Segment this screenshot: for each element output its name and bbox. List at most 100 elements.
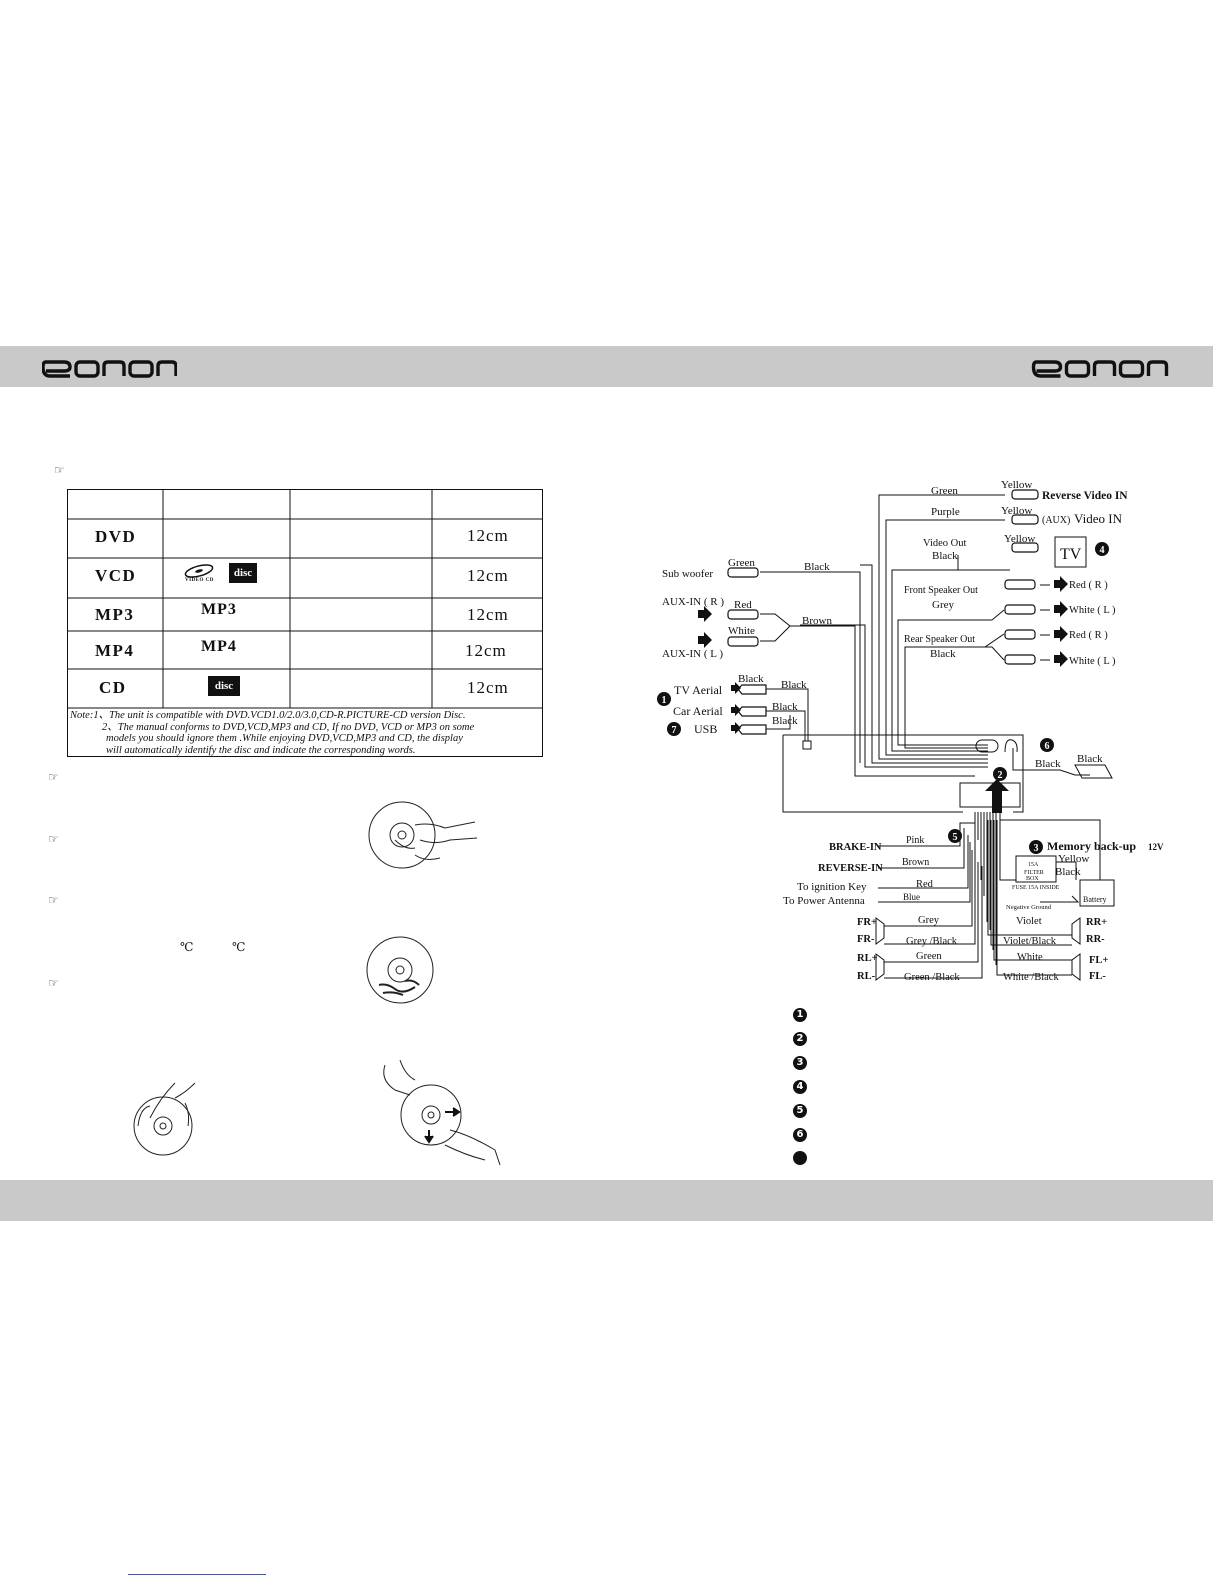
wire-label: Video IN xyxy=(1074,511,1123,526)
legend-bullet-3: 3 xyxy=(793,1056,807,1070)
speaker-label: RL- xyxy=(857,971,876,982)
degree-celsius-symbol: ℃ xyxy=(180,940,194,954)
marker-2: 2 xyxy=(998,770,1003,781)
degree-celsius-symbol: ℃ xyxy=(232,940,246,954)
marker-3: 3 xyxy=(1034,843,1039,854)
brand-logo-right xyxy=(1031,360,1169,378)
footer-link-underline[interactable] xyxy=(128,1574,266,1575)
marker-4: 4 xyxy=(1100,545,1105,556)
fuse-label: 15A xyxy=(1028,862,1039,868)
disc-type-cd: CD xyxy=(99,678,127,697)
note-line: models you should ignore them .While enj… xyxy=(106,733,463,744)
disc-type-mp3: MP3 xyxy=(95,605,135,624)
wire-label: Blue xyxy=(903,892,920,902)
svg-text:disc: disc xyxy=(234,567,252,579)
negative-ground-label: Negative Ground xyxy=(1006,904,1052,911)
wire-label: Pink xyxy=(906,835,924,846)
legend-bullet-6: 6 xyxy=(793,1128,807,1142)
table-grid xyxy=(67,489,543,757)
pointing-hand-icon: ☞ xyxy=(48,893,59,907)
wire-label: TV Aerial xyxy=(674,683,723,697)
wire-label: Violet xyxy=(1016,916,1042,927)
wire-label: Grey xyxy=(918,915,940,926)
wire-label: Reverse Video IN xyxy=(1042,490,1128,502)
disc-grip-illustration xyxy=(133,1082,196,1156)
wire-label: Red ( R ) xyxy=(1069,580,1108,591)
voltage-label: 12V xyxy=(1148,842,1164,852)
pointing-hand-icon: ☞ xyxy=(48,832,59,846)
speaker-label: FR- xyxy=(857,934,875,945)
legend-bullet-1: 1 xyxy=(793,1008,807,1022)
wire-label: White xyxy=(1017,952,1043,963)
wire-label: Red xyxy=(916,879,934,890)
marker-1: 1 xyxy=(662,695,667,706)
speaker-label: RR- xyxy=(1086,934,1105,945)
mp3-logo: MP3 xyxy=(201,601,237,618)
tv-label: TV xyxy=(1060,546,1082,563)
wire-label: Car Aerial xyxy=(673,704,723,718)
wire-label: Black xyxy=(930,648,956,660)
disc-size-cd: 12cm xyxy=(467,678,509,697)
note-line: Note:1、The unit is compatible with DVD.V… xyxy=(70,710,466,721)
wire-label: To ignition Key xyxy=(797,881,867,893)
pointing-hand-icon: ☞ xyxy=(48,976,59,990)
wire-label: Yellow xyxy=(1001,479,1032,491)
note-line: will automatically identify the disc and… xyxy=(106,744,416,756)
wire-label: Black xyxy=(932,550,958,562)
legend-bullet-7 xyxy=(793,1151,807,1165)
svg-text:disc: disc xyxy=(215,680,233,692)
wire-label: Front Speaker Out xyxy=(904,585,978,596)
fuse-inside-label: FUSE 15A INSIDE xyxy=(1012,885,1060,891)
disc-cleaning-illustration xyxy=(383,1060,501,1166)
legend-bullet-2: 2 xyxy=(793,1032,807,1046)
disc-type-dvd: DVD xyxy=(95,527,137,546)
speaker-label: FR+ xyxy=(857,917,877,928)
vcd-disc-logo: disc VIDEO CD xyxy=(183,563,263,590)
wire-label: Purple xyxy=(931,506,960,518)
disc-type-mp4: MP4 xyxy=(95,641,135,660)
wire-label: Yellow xyxy=(1058,853,1089,865)
wire-label: Green xyxy=(728,557,755,569)
wire-label: White xyxy=(728,625,755,637)
wire-label: To Power Antenna xyxy=(783,895,865,907)
battery-label: Battery xyxy=(1083,895,1107,904)
marker-5: 5 xyxy=(953,832,958,843)
disc-size-mp4: 12cm xyxy=(465,641,507,660)
wire-label: Rear Speaker Out xyxy=(904,634,975,645)
filter-box-label: FILTER xyxy=(1024,870,1044,876)
brand-logo-left xyxy=(42,360,177,378)
wire-label: White /Black xyxy=(1003,972,1059,983)
cd-disc-logo: disc xyxy=(208,676,240,703)
wire-label: White ( L ) xyxy=(1069,656,1116,667)
disc-size-dvd: 12cm xyxy=(467,526,509,545)
filter-box-label: BOX xyxy=(1026,876,1039,882)
wire-label: Red xyxy=(734,599,752,611)
marker-7: 7 xyxy=(672,725,677,736)
speaker-label: RR+ xyxy=(1086,917,1107,928)
wire-label: Black xyxy=(1035,758,1061,770)
note-line: 2、The manual conforms to DVD,VCD,MP3 and… xyxy=(102,721,475,733)
speaker-label: FL+ xyxy=(1089,955,1108,966)
disc-size-mp3: 12cm xyxy=(467,605,509,624)
wire-label: Black xyxy=(738,673,764,685)
wire-label: Black xyxy=(804,561,830,573)
wire-label: Black xyxy=(1055,866,1081,878)
disc-type-vcd: VCD xyxy=(95,566,137,585)
mp4-logo: MP4 xyxy=(201,638,237,655)
wire-label: Video Out xyxy=(923,538,966,549)
wire-label: Green xyxy=(916,951,942,962)
wire-label: REVERSE-IN xyxy=(818,863,883,874)
pointing-hand-icon: ☞ xyxy=(48,770,59,784)
wire-label: Black xyxy=(772,715,798,727)
wire-label: Red ( R ) xyxy=(1069,630,1108,641)
wire-label: Black xyxy=(781,679,807,691)
legend-bullet-5: 5 xyxy=(793,1104,807,1118)
wire-label: Yellow xyxy=(1004,533,1035,545)
disc-size-vcd: 12cm xyxy=(467,566,509,585)
speaker-label: FL- xyxy=(1089,971,1106,982)
wire-label: Grey /Black xyxy=(906,936,958,947)
wire-label: USB xyxy=(694,722,717,736)
wire-label: BRAKE-IN xyxy=(829,842,882,853)
legend-bullet-4: 4 xyxy=(793,1080,807,1094)
wire-label: Green xyxy=(931,485,958,497)
